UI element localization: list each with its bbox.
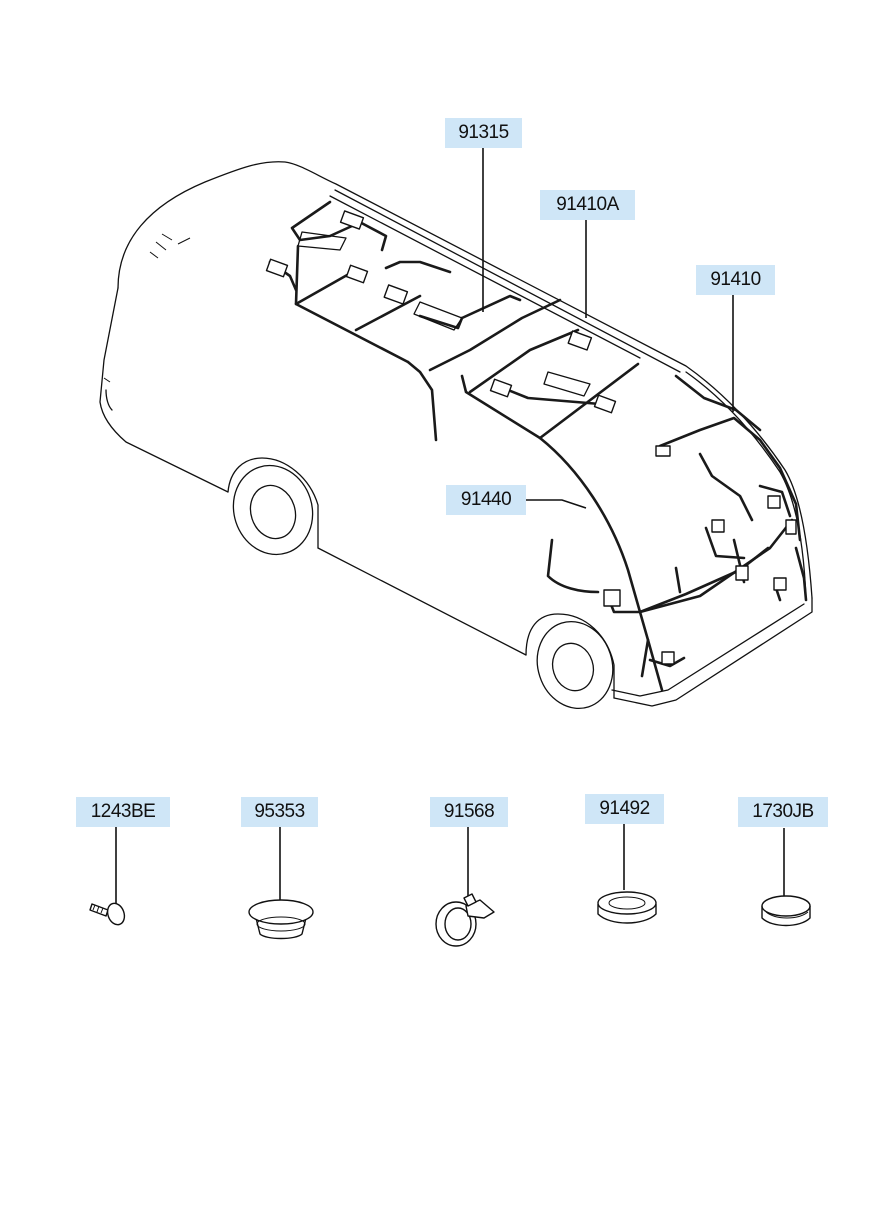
plug-icon <box>248 899 314 940</box>
callout-91410a: 91410A <box>540 190 635 220</box>
callout-1243be: 1243BE <box>76 797 170 827</box>
front-harness <box>538 374 808 692</box>
screw-icon <box>89 902 126 926</box>
callout-91568: 91568 <box>430 797 508 827</box>
callout-1730jb: 1730JB <box>738 797 828 827</box>
roof-harness <box>265 200 640 442</box>
grommet-icon <box>597 891 657 924</box>
callout-91492: 91492 <box>585 794 664 824</box>
leader-lines <box>115 148 785 904</box>
callout-91410: 91410 <box>696 265 775 295</box>
clamp-icon <box>435 893 495 947</box>
callout-91440: 91440 <box>446 485 526 515</box>
callout-95353: 95353 <box>241 797 318 827</box>
van-body <box>99 161 813 710</box>
callout-91315: 91315 <box>445 118 522 148</box>
cap-icon <box>761 895 811 927</box>
